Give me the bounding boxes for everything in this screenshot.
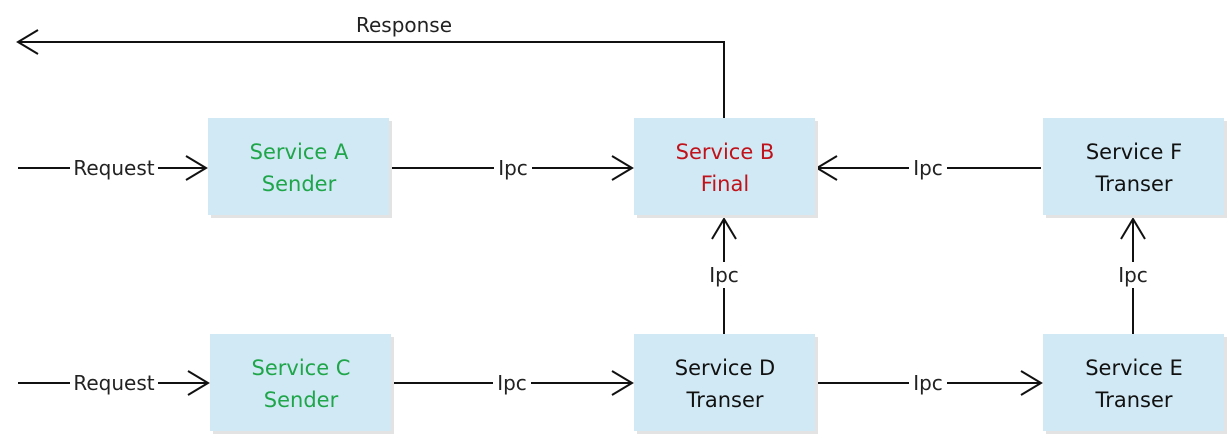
- service-e-title: Service E: [1085, 356, 1183, 380]
- request-a-arrowhead: [185, 155, 208, 181]
- service-c-title: Service C: [252, 356, 351, 380]
- service-f-title: Service F: [1086, 140, 1182, 164]
- service-d-box: Service D Transer: [634, 334, 818, 434]
- service-d-role: Transer: [685, 388, 763, 412]
- service-f-role: Transer: [1094, 172, 1172, 196]
- e-to-f-arrowhead: [1120, 217, 1146, 240]
- service-a-box: Service A Sender: [208, 118, 392, 218]
- f-to-b-label: Ipc: [913, 156, 943, 180]
- request-c-label: Request: [73, 371, 154, 395]
- response-line: [18, 41, 725, 120]
- d-to-b-label: Ipc: [709, 263, 739, 287]
- service-a-title: Service A: [250, 140, 349, 164]
- service-c-box: Service C Sender: [210, 334, 394, 434]
- response-arrowhead: [16, 29, 39, 55]
- service-c-role: Sender: [264, 388, 339, 412]
- e-to-f-label: Ipc: [1118, 263, 1148, 287]
- edge-labels: Response Request Ipc Ipc Ipc Ipc Request…: [70, 13, 1152, 395]
- response-label: Response: [356, 13, 452, 37]
- service-f-box: Service F Transer: [1043, 118, 1227, 218]
- d-to-b-arrowhead: [711, 217, 737, 240]
- d-to-e-arrowhead: [1020, 370, 1043, 396]
- service-a-role: Sender: [262, 172, 337, 196]
- request-a-label: Request: [73, 156, 154, 180]
- c-to-d-arrowhead: [611, 370, 634, 396]
- a-to-b-label: Ipc: [498, 156, 528, 180]
- service-d-title: Service D: [675, 356, 775, 380]
- a-to-b-arrowhead: [611, 155, 634, 181]
- service-e-box: Service E Transer: [1043, 334, 1227, 434]
- service-e-role: Transer: [1094, 388, 1172, 412]
- service-b-box: Service B Final: [634, 118, 818, 218]
- request-c-arrowhead: [187, 370, 210, 396]
- connectors: [16, 29, 1146, 396]
- c-to-d-label: Ipc: [497, 371, 527, 395]
- service-b-role: Final: [701, 172, 749, 196]
- d-to-e-label: Ipc: [913, 371, 943, 395]
- service-b-title: Service B: [676, 140, 775, 164]
